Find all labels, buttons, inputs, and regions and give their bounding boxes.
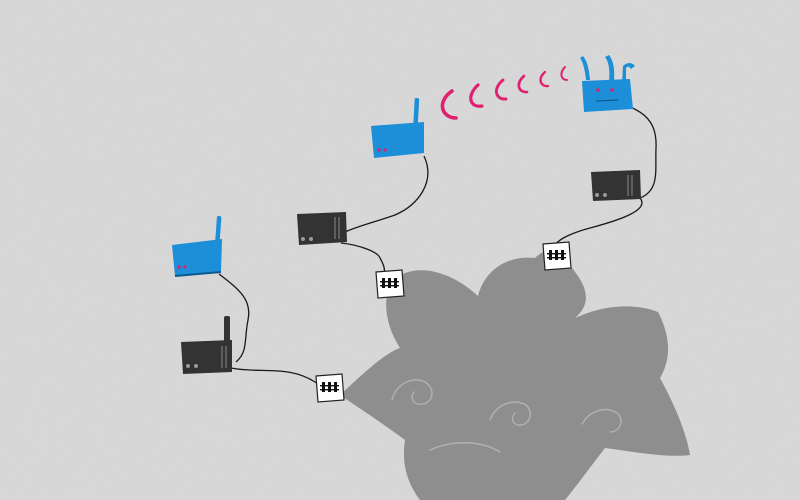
- modem-icon: [297, 212, 347, 245]
- cable-modem-middle-to-jack-middle: [340, 242, 386, 273]
- wall-jack-right: [542, 241, 572, 271]
- wall-jack-icon: [315, 373, 345, 403]
- wireless-access-point-icon: [172, 215, 222, 277]
- modem-left: [181, 316, 232, 374]
- wifi-signal-icon: [440, 66, 568, 120]
- cable-ap-left-to-modem-left: [218, 273, 250, 363]
- wall-jack-icon: [542, 241, 572, 271]
- access-point-left: [172, 215, 222, 277]
- cables: [218, 106, 657, 385]
- modem-middle: [297, 212, 347, 245]
- wireless-router-right: [580, 55, 635, 112]
- cable-ap-middle-to-modem-middle: [344, 155, 429, 233]
- wireless-router-icon: [580, 55, 635, 112]
- modem-icon: [181, 316, 232, 374]
- access-point-middle: [371, 97, 424, 158]
- wall-jack-left: [315, 373, 345, 403]
- cable-router-right-to-modem-right: [629, 106, 657, 199]
- wall-jack-icon: [375, 269, 405, 299]
- cable-modem-right-to-jack-right: [555, 197, 643, 245]
- wireless-access-point-icon: [371, 97, 424, 158]
- wall-jack-middle: [375, 269, 405, 299]
- internet-cloud-icon: [340, 250, 690, 500]
- modem-icon: [591, 170, 641, 201]
- modem-right: [591, 170, 641, 201]
- cable-modem-left-to-jack-left: [230, 367, 319, 385]
